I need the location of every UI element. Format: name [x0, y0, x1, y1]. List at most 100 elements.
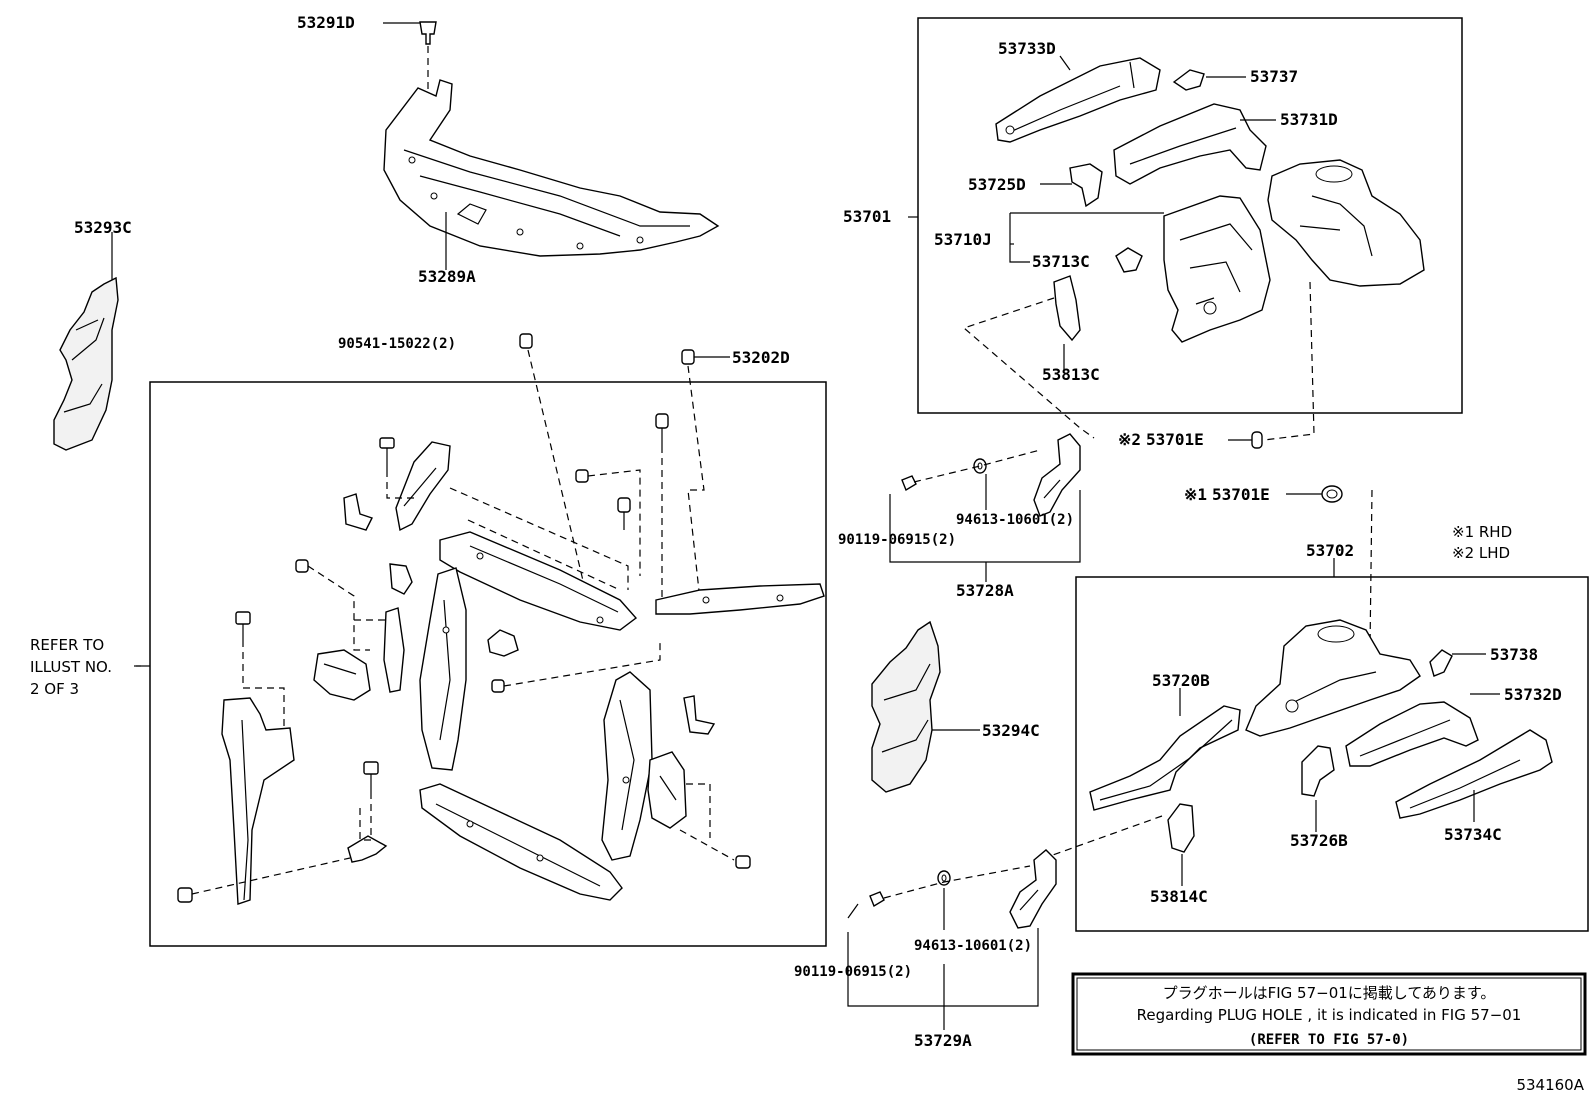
- bracket-53729A-part: [1009, 849, 1057, 929]
- label-94613-10601-b: 94613-10601(2): [914, 938, 1032, 954]
- label-53733D: 53733D: [998, 39, 1056, 58]
- upper-side-bar-part: [655, 583, 825, 615]
- bolt-f-part: [655, 413, 669, 446]
- bracket-53737-part: [1172, 69, 1205, 91]
- bracket-53725D-part: [1069, 163, 1103, 208]
- side-member-53732D-part: [1345, 701, 1479, 767]
- label-53725D: 53725D: [968, 175, 1026, 194]
- label-53289A: 53289A: [418, 267, 476, 286]
- label-53738: 53738: [1490, 645, 1538, 664]
- bolt-e-part: [617, 497, 631, 530]
- apron-rhd-group-box: [1075, 576, 1589, 932]
- label-90119-06915-b: 90119-06915(2): [794, 964, 912, 980]
- label-53728A: 53728A: [956, 581, 1014, 600]
- label-53701E-lhd: 53701E: [1146, 430, 1204, 449]
- side-member-53733D-part: [995, 57, 1161, 143]
- apron-member-53720B-part: [1089, 705, 1241, 811]
- nut-53202D-part: [681, 349, 695, 365]
- plug-53701E-rhd-part: [1321, 485, 1343, 503]
- bolt-i-part: [177, 887, 193, 903]
- apron-upper-tower-rhd-part: [1245, 619, 1421, 737]
- bracket-53813C-part: [1053, 275, 1081, 342]
- apron-53710J-part: [1163, 195, 1271, 343]
- side-member-53731D-part: [1113, 103, 1267, 185]
- front-panel-group-box: [149, 381, 827, 947]
- legend-lhd: ※2 LHD: [1452, 544, 1510, 562]
- bracket-53814C-part: [1167, 803, 1195, 853]
- label-53710J: 53710J: [934, 230, 992, 249]
- bolt-h-part: [235, 611, 251, 640]
- bracket-53713C-part: [1115, 247, 1143, 273]
- bracket-53726B-part: [1301, 745, 1335, 797]
- center-small-bracket-part: [487, 629, 519, 657]
- bolt-90119-b-part: [869, 891, 885, 908]
- bolt-90119-a-part: [901, 475, 917, 492]
- label-53713C: 53713C: [1032, 252, 1090, 271]
- bracket-e-part: [347, 835, 388, 863]
- label-53701E-rhd: 53701E: [1212, 485, 1270, 504]
- bolt-a-part: [379, 437, 395, 470]
- nut-90541-part: [519, 333, 533, 349]
- plug-note-ref: (REFER TO FIG 57-0): [1249, 1032, 1409, 1048]
- side-support-left-part: [419, 567, 467, 771]
- label-53291D: 53291D: [297, 13, 355, 32]
- label-53737: 53737: [1250, 67, 1298, 86]
- apron-upper-tower-part: [1267, 159, 1425, 287]
- label-53702: 53702: [1306, 541, 1354, 560]
- bolt-b-part: [295, 559, 309, 573]
- refer-line-1: REFER TO: [30, 636, 104, 654]
- bolt-j-part: [363, 761, 379, 792]
- bolt-d-part: [575, 469, 589, 483]
- plug-note-box-inner: [1076, 977, 1582, 1051]
- label-53202D: 53202D: [732, 348, 790, 367]
- washer-94613-a-part: [973, 458, 987, 474]
- side-seal-53294C-part: [871, 620, 941, 793]
- label-90541-15022: 90541-15022(2): [338, 336, 456, 352]
- bracket-b-part: [389, 563, 413, 595]
- label-rhd-mark: ※1: [1184, 485, 1207, 504]
- clip-53291D-part: [419, 21, 437, 45]
- side-seal-53293C-part: [53, 276, 119, 451]
- figure-id: 534160A: [1516, 1076, 1584, 1094]
- label-53813C: 53813C: [1042, 365, 1100, 384]
- side-member-53734C-part: [1395, 729, 1553, 819]
- bracket-53738-part: [1429, 649, 1453, 677]
- refer-line-3: 2 OF 3: [30, 680, 79, 698]
- label-94613-10601-a: 94613-10601(2): [956, 512, 1074, 528]
- bolt-g-part: [735, 855, 751, 869]
- washer-94613-b-part: [937, 870, 951, 886]
- label-53814C: 53814C: [1150, 887, 1208, 906]
- upper-support-part: [439, 531, 638, 631]
- plug-note-en: Regarding PLUG HOLE , it is indicated in…: [1137, 1006, 1522, 1024]
- bracket-c-part: [383, 607, 405, 693]
- headlamp-support-right-part: [647, 751, 687, 829]
- hood-lock-bracket-left-part: [395, 441, 451, 532]
- label-53726B: 53726B: [1290, 831, 1348, 850]
- bolt-c-part: [491, 679, 505, 693]
- side-support-long-left-part: [221, 697, 295, 905]
- plug-53701E-lhd-part: [1251, 431, 1263, 449]
- label-53701: 53701: [843, 207, 891, 226]
- label-53294C: 53294C: [982, 721, 1040, 740]
- label-53732D: 53732D: [1504, 685, 1562, 704]
- headlamp-support-left-part: [313, 649, 371, 701]
- plug-note-jp: プラグホールはFIG 57−01に掲載してあります。: [1163, 984, 1496, 1002]
- label-53720B: 53720B: [1152, 671, 1210, 690]
- label-53293C: 53293C: [74, 218, 132, 237]
- label-90119-06915-a: 90119-06915(2): [838, 532, 956, 548]
- lower-support-part: [419, 783, 623, 901]
- small-bracket-a-part: [343, 493, 373, 531]
- plug-note-box: [1071, 972, 1587, 1056]
- label-53734C: 53734C: [1444, 825, 1502, 844]
- legend-rhd: ※1 RHD: [1452, 523, 1512, 541]
- upper-radiator-cover-part: [383, 79, 720, 257]
- bracket-53728A-part: [1033, 433, 1081, 517]
- apron-lhd-group-box: [917, 17, 1463, 414]
- label-lhd-mark: ※2: [1118, 430, 1141, 449]
- side-support-right-part: [601, 671, 653, 861]
- label-53729A: 53729A: [914, 1031, 972, 1050]
- label-53731D: 53731D: [1280, 110, 1338, 129]
- refer-line-2: ILLUST NO.: [30, 658, 112, 676]
- bracket-d-part: [683, 695, 716, 735]
